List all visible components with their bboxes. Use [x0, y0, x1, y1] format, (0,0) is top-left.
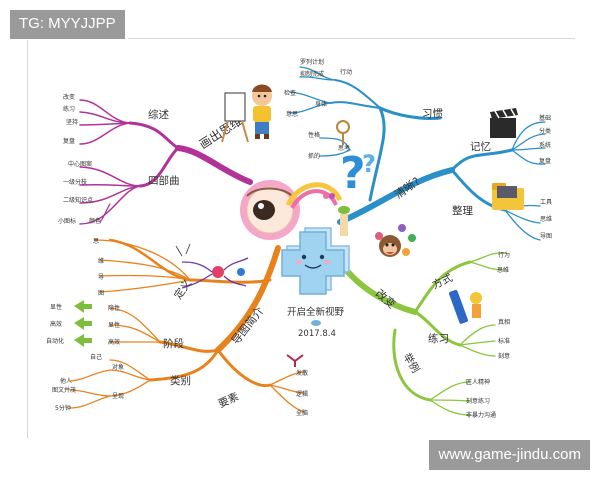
leaf-5min: 5分钟 [55, 404, 71, 412]
leaf-fasan: 发散 [296, 369, 308, 377]
leaf-gaibian: 改变 [63, 93, 75, 101]
leaf-taren: 他人 [60, 377, 72, 385]
leaf-duixiang: 对象 [112, 363, 124, 371]
watermark-top: TG: MYYJJPP [10, 10, 125, 39]
center-title: 开启全新视野 [287, 306, 345, 318]
branch-clear [289, 66, 546, 241]
sub-fangshi: 方式 [430, 271, 455, 292]
branch-intro-label: 导图简介 [228, 304, 266, 347]
leaf-gaoxiao1: 高效 [108, 338, 120, 346]
frame-top-line [128, 38, 575, 39]
leaf-lianxi: 练习 [63, 105, 75, 113]
sub-leibie: 类别 [170, 374, 191, 387]
leaf-ziji: 自己 [90, 353, 102, 361]
leaf-tu: 图 [98, 290, 104, 297]
watermark-bottom: www.game-jindu.com [429, 440, 590, 470]
leaf-jichu: 基础 [539, 114, 551, 122]
leaf-gaoxiao2: 高效 [50, 320, 62, 328]
leaf-yisi: 意思 [286, 110, 298, 118]
monkey-icon [375, 224, 416, 257]
branch-clear-labels: 清晰? 习惯 思考 记忆 整理 罗列计划 行动 抑制完成 检查 身体 意思 性格… [284, 58, 552, 240]
leaf-erji: 二级知识点 [63, 196, 93, 204]
leaf-gongju: 工具 [540, 199, 552, 206]
leaf-zidonghua: 自动化 [46, 337, 64, 345]
center-date: 2017.8.4 [298, 329, 336, 339]
leaf-daotu: 导图 [540, 233, 552, 240]
small-cloud-icon [311, 320, 321, 326]
frame-left-line [27, 40, 28, 438]
leaf-xianxing1: 隐性 [108, 304, 120, 312]
rainbow-arc [285, 182, 343, 207]
neuron-icon [175, 243, 249, 289]
leaf-chengxian: 呈现 [112, 393, 124, 400]
sub-zhengli: 整理 [452, 204, 473, 217]
leaf-fupan2: 复盘 [539, 157, 551, 165]
leaf-xianxing2: 显性 [108, 321, 120, 329]
butterfly-icon [323, 193, 335, 199]
folder-icon [492, 183, 524, 210]
svg-text:?: ? [362, 150, 376, 178]
center-image: 开启全新视野 2017.8.4 [240, 180, 350, 339]
eye-icon [240, 180, 300, 240]
leaf-shenti: 身体 [315, 100, 327, 108]
svg-text:?: ? [340, 148, 366, 199]
leaf-yizhi: 抑制完成 [300, 70, 324, 78]
leaf-keyi: 刻意 [498, 352, 510, 360]
leaf-feibaoli: 非暴力沟通 [466, 411, 496, 419]
leaf-zhuade: 抓的 [308, 152, 320, 160]
sub-xiguan: 习惯 [422, 107, 443, 120]
branch-change [337, 252, 506, 416]
branch-draw [79, 99, 253, 225]
branch-intro-labels: 导图简介 定义 阶段 类别 要素 思 维 导 图 隐性 显性 高效 显性 高效 … [46, 238, 308, 417]
sub-lianxi: 练习 [428, 332, 449, 345]
leaf-luolie: 罗列计划 [300, 58, 324, 66]
sub-yaosu: 要素 [216, 390, 241, 411]
sub-sibuqu: 四部曲 [148, 174, 180, 187]
leaf-tuwen: 图文并茂 [52, 386, 76, 394]
leaf-quannao: 全脑 [296, 409, 308, 417]
leaf-dao: 导 [98, 274, 104, 281]
leaf-xingdong: 行动 [340, 68, 352, 76]
leaf-yanse: 颜色 [89, 217, 101, 225]
branch-intro [69, 238, 306, 413]
clapperboard-icon [490, 108, 518, 138]
cross-character [281, 227, 350, 295]
pencil-icon [448, 289, 482, 324]
leaf-xitong: 系统 [539, 141, 551, 149]
sub-jieduan: 阶段 [163, 337, 184, 350]
magnifier-icon [336, 120, 350, 145]
leaf-biaozhun: 标准 [498, 337, 510, 345]
leaf-fenlei: 分类 [539, 127, 551, 135]
leaf-xianxing0: 显性 [50, 303, 62, 311]
leaf-zhongxin: 中心图案 [68, 160, 92, 168]
leaf-jiancha: 检查 [284, 89, 296, 97]
sub-sikao: 思考 [338, 144, 350, 152]
question-mark-icon: ? ? [340, 148, 376, 199]
leaf-xiaotubiao: 小图标 [58, 217, 76, 225]
leaf-zhenxiang: 真相 [498, 318, 510, 326]
leaf-siwei: 思维 [540, 215, 552, 223]
leaf-si: 思 [93, 238, 99, 245]
leaf-fupan: 复盘 [63, 137, 75, 145]
leaf-siwei2: 思维 [497, 266, 509, 274]
sub-jiyi: 记忆 [470, 140, 491, 153]
leaf-xingge: 性格 [308, 131, 320, 139]
dancer-icon [286, 354, 304, 367]
leaf-luoji: 逻辑 [296, 390, 308, 398]
leaf-keyilianxi: 刻意练习 [466, 397, 490, 405]
sub-zongshu: 综述 [148, 108, 169, 121]
painter-boy-icon [221, 84, 272, 143]
stage-arrows [74, 300, 92, 347]
sub-juli: 举例 [401, 351, 423, 376]
leaf-wei: 维 [98, 257, 104, 265]
leaf-jiangren: 匠人精神 [466, 378, 490, 386]
leaf-xingwei: 行为 [498, 251, 510, 259]
leaf-yiji: 一级分枝 [63, 178, 87, 186]
plant-icon [338, 206, 350, 236]
leaf-jianchi: 坚持 [66, 118, 78, 126]
